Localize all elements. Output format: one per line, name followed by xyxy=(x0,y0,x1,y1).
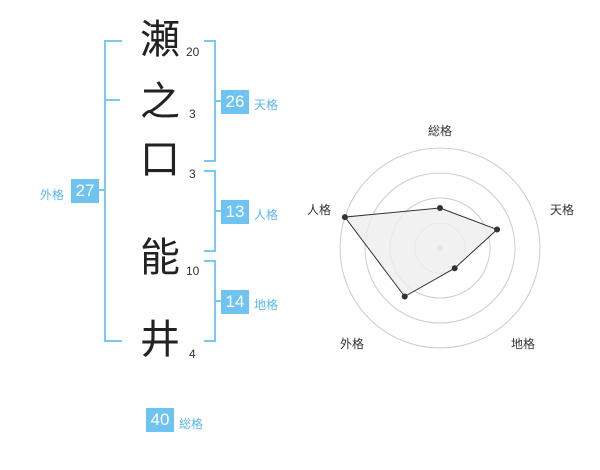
gaikaku-inner-tick xyxy=(104,99,120,101)
tenkaku-score: 26 xyxy=(221,90,249,114)
stroke-count-4: 10 xyxy=(186,264,200,278)
chikaku-connector xyxy=(214,300,222,302)
stroke-count-3: 3 xyxy=(189,167,196,181)
radar-axis-label-jinkaku: 人格 xyxy=(307,203,332,217)
radar-point-1 xyxy=(494,226,501,233)
name-char-3: 口 xyxy=(140,137,180,183)
gaikaku-score: 27 xyxy=(71,179,99,203)
soukaku-label: 総格 xyxy=(179,417,204,431)
radar-point-0 xyxy=(437,205,443,211)
tenkaku-connector xyxy=(214,100,222,102)
stroke-count-1: 20 xyxy=(186,45,200,59)
stroke-count-5: 4 xyxy=(189,347,196,361)
gaikaku-label: 外格 xyxy=(40,188,65,202)
radar-value-polygon xyxy=(343,207,499,298)
jinkaku-connector xyxy=(214,210,222,212)
radar-point-3 xyxy=(401,293,408,300)
jinkaku-label: 人格 xyxy=(254,208,279,222)
radar-ring-4 xyxy=(339,147,541,349)
name-char-1: 瀬 xyxy=(140,17,180,63)
radar-axis-label-soukaku: 総格 xyxy=(428,124,453,138)
chikaku-label: 地格 xyxy=(254,298,279,312)
gaikaku-bracket xyxy=(104,40,122,342)
stroke-count-2: 3 xyxy=(189,107,196,121)
chikaku-score: 14 xyxy=(221,290,249,314)
radar-ring-3 xyxy=(364,172,516,324)
name-char-2: 之 xyxy=(140,79,180,125)
radar-axis-label-chikaku: 地格 xyxy=(511,337,536,351)
gaikaku-connector xyxy=(97,189,106,191)
tenkaku-label: 天格 xyxy=(254,98,279,112)
soukaku-score: 40 xyxy=(146,408,174,432)
radar-point-4 xyxy=(341,214,348,221)
jinkaku-score: 13 xyxy=(221,200,249,224)
radar-axis-label-gaikaku: 外格 xyxy=(340,337,365,351)
radar-axis-label-tenkaku: 天格 xyxy=(550,203,575,217)
name-char-4: 能 xyxy=(140,235,180,281)
name-char-5: 井 xyxy=(140,317,180,363)
radar-point-2 xyxy=(451,265,458,272)
